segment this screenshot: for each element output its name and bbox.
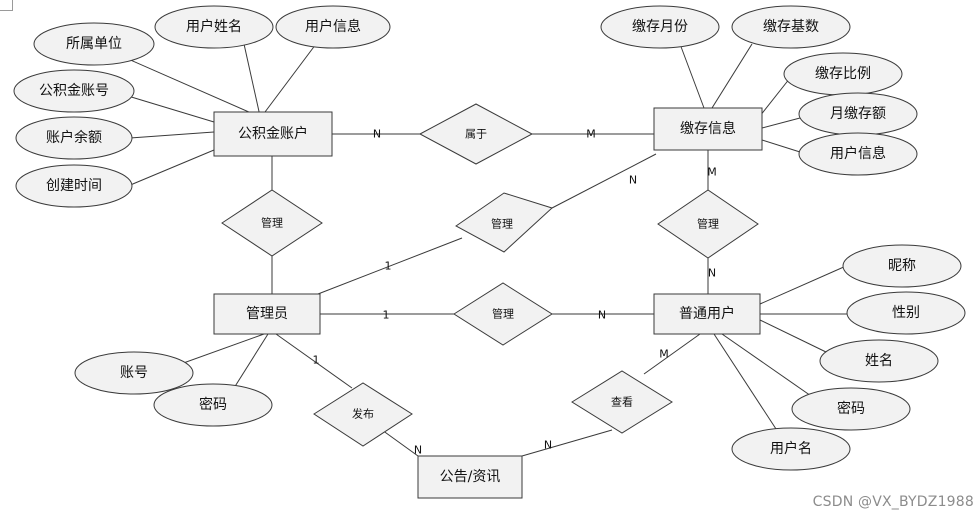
- rel-belongs: 属于: [418, 103, 534, 165]
- attr-created-time: 创建时间: [15, 164, 133, 208]
- svg-text:属于: 属于: [465, 128, 487, 141]
- svg-text:账号: 账号: [120, 365, 148, 381]
- svg-text:姓名: 姓名: [865, 353, 893, 369]
- card-user-view: M: [659, 348, 669, 361]
- attr-account-username: 用户姓名: [154, 5, 274, 49]
- svg-text:缴存基数: 缴存基数: [763, 18, 819, 35]
- attr-deposit-userinfo: 用户信息: [798, 132, 918, 176]
- attr-deposit-month: 缴存月份: [600, 5, 720, 49]
- attr-unit: 所属单位: [33, 22, 155, 66]
- attr-realname: 姓名: [819, 339, 939, 383]
- card-view-notice: N: [544, 439, 552, 452]
- entity-notice: 公告/资讯: [417, 455, 523, 499]
- card-account-belongs: N: [373, 128, 381, 141]
- svg-text:密码: 密码: [837, 400, 865, 417]
- svg-text:管理: 管理: [492, 307, 514, 321]
- svg-text:管理: 管理: [491, 217, 513, 231]
- connector-lines: [93, 43, 848, 457]
- svg-text:缴存月份: 缴存月份: [632, 19, 688, 35]
- card-admin-publish: 1: [313, 354, 320, 367]
- entity-account: 公积金账户: [213, 111, 333, 157]
- svg-text:用户信息: 用户信息: [305, 18, 361, 35]
- card-manage-deposit: N: [629, 174, 637, 187]
- attr-admin-account: 账号: [74, 351, 194, 395]
- svg-text:管理: 管理: [697, 217, 719, 231]
- svg-text:管理员: 管理员: [246, 306, 288, 322]
- rel-admin-manage-deposit: 管理: [455, 192, 553, 253]
- entity-admin: 管理员: [213, 293, 321, 335]
- svg-text:发布: 发布: [352, 407, 374, 421]
- svg-text:公积金账号: 公积金账号: [39, 83, 109, 99]
- svg-text:缴存信息: 缴存信息: [680, 120, 736, 137]
- svg-text:月缴存额: 月缴存额: [830, 106, 886, 122]
- card-publish-notice: N: [414, 444, 422, 457]
- attr-account-number: 公积金账号: [13, 69, 135, 113]
- attr-deposit-ratio: 缴存比例: [783, 52, 903, 96]
- svg-text:创建时间: 创建时间: [46, 178, 102, 194]
- svg-text:密码: 密码: [199, 396, 227, 413]
- svg-text:用户姓名: 用户姓名: [186, 18, 242, 35]
- window-corner-marker: [0, 0, 13, 11]
- svg-text:账户余额: 账户余额: [46, 129, 102, 146]
- attr-deposit-base: 缴存基数: [731, 5, 851, 49]
- entity-deposit: 缴存信息: [653, 107, 763, 151]
- card-manage-user: N: [708, 267, 716, 280]
- attr-balance: 账户余额: [15, 116, 133, 160]
- svg-text:用户信息: 用户信息: [830, 145, 886, 162]
- svg-text:公告/资讯: 公告/资讯: [440, 469, 501, 485]
- attr-admin-password: 密码: [153, 383, 273, 427]
- svg-text:查看: 查看: [611, 395, 633, 409]
- attr-gender: 性别: [846, 291, 966, 335]
- rel-manage-deposit-user: 管理: [657, 189, 759, 259]
- entity-user: 普通用户: [653, 293, 761, 335]
- svg-text:管理: 管理: [261, 216, 283, 230]
- svg-text:性别: 性别: [892, 305, 920, 321]
- rel-admin-manage-user: 管理: [453, 282, 553, 346]
- svg-text:缴存比例: 缴存比例: [815, 66, 871, 82]
- card-admin-manage-user: 1: [383, 309, 390, 322]
- svg-text:昵称: 昵称: [888, 258, 916, 274]
- attr-username: 用户名: [731, 427, 851, 471]
- card-manage-user-n: N: [598, 309, 606, 322]
- attr-monthly-deposit: 月缴存额: [798, 92, 918, 136]
- rel-admin-manage-account: 管理: [221, 189, 323, 257]
- svg-text:普通用户: 普通用户: [679, 305, 735, 322]
- rel-view: 查看: [571, 370, 673, 434]
- attr-user-password: 密码: [791, 387, 911, 431]
- svg-text:所属单位: 所属单位: [66, 36, 122, 52]
- attr-account-userinfo: 用户信息: [275, 5, 391, 49]
- watermark: CSDN @VX_BYDZ1988: [812, 494, 974, 510]
- attr-nickname: 昵称: [842, 244, 962, 288]
- svg-text:公积金账户: 公积金账户: [238, 125, 308, 142]
- card-deposit-manage: M: [707, 166, 717, 179]
- card-admin-manage-deposit: 1: [385, 260, 392, 273]
- cardinality-labels: N M 1 N M N 1 N 1 N N M: [313, 128, 717, 457]
- card-belongs-deposit: M: [586, 128, 596, 141]
- svg-text:用户名: 用户名: [770, 440, 812, 457]
- rel-publish: 发布: [313, 382, 413, 447]
